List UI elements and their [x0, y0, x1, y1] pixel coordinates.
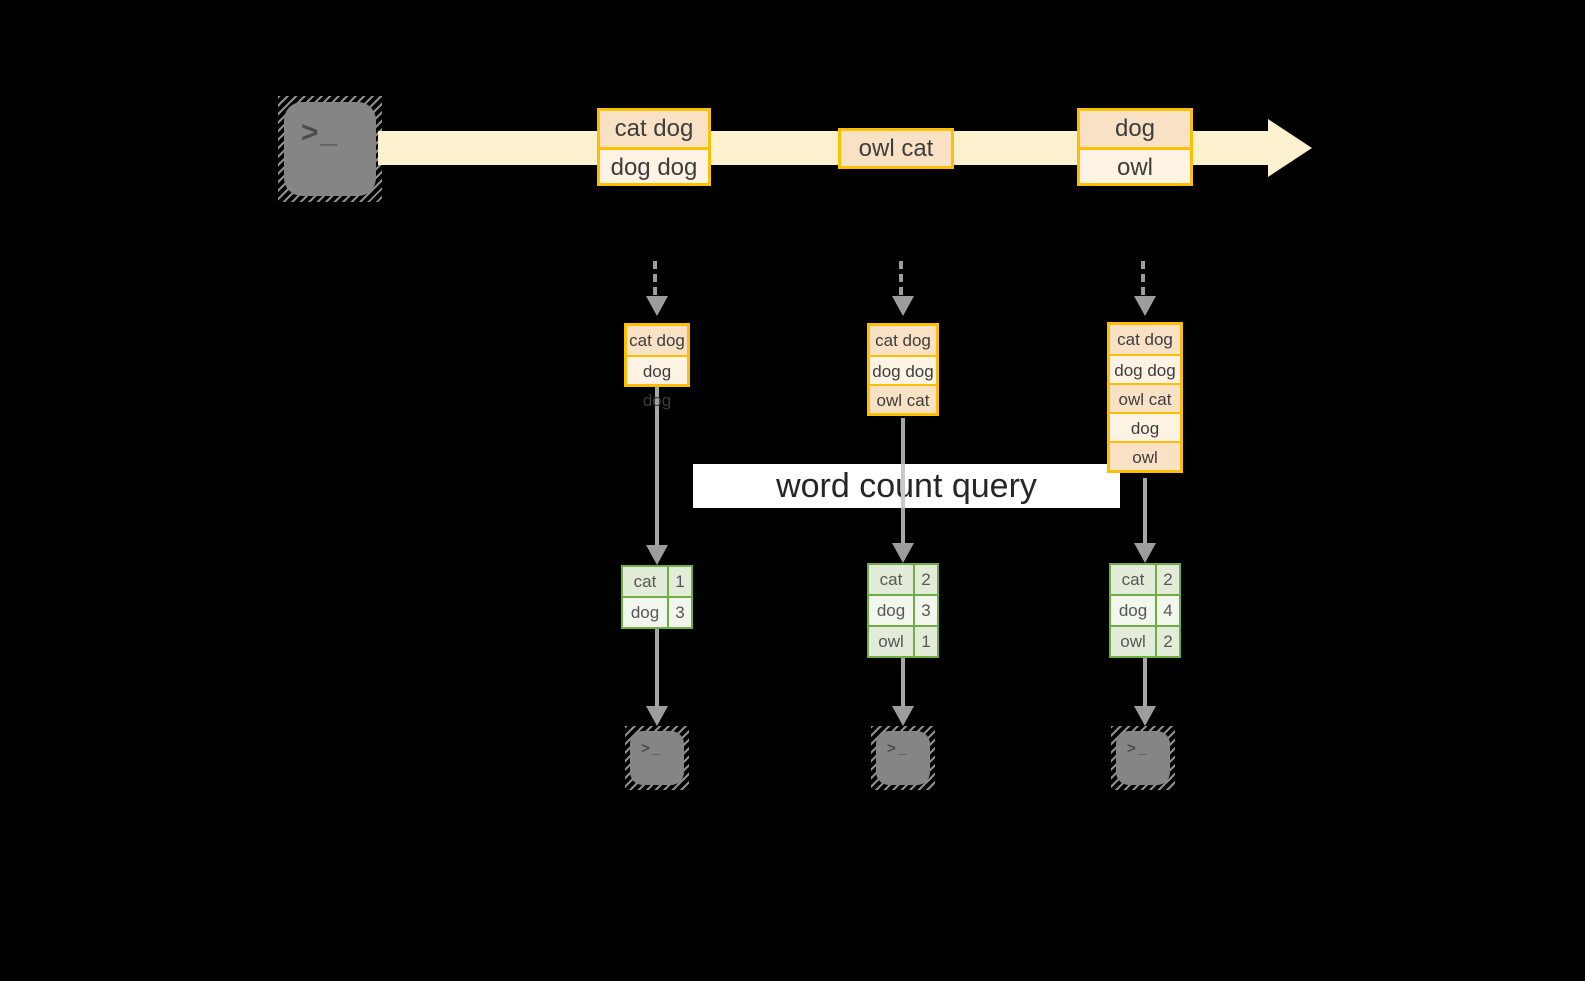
flow-line: [655, 629, 659, 707]
stream-message-3: dog owl: [1077, 108, 1193, 186]
arrowhead-icon: [646, 545, 668, 565]
count-value-cell: 2: [915, 565, 937, 594]
terminal-screen: >_: [1116, 731, 1170, 785]
count-word-cell: owl: [869, 627, 913, 656]
arrowhead-icon: [1134, 706, 1156, 726]
count-value-cell: 3: [915, 596, 937, 625]
count-word-cell: cat: [869, 565, 913, 594]
count-value-cell: 3: [669, 598, 691, 627]
record-buffer-2: cat dog dog dog owl cat: [867, 323, 939, 416]
count-word-cell: dog: [869, 596, 913, 625]
buffer-row: owl cat: [870, 384, 936, 413]
arrowhead-icon: [646, 706, 668, 726]
message-line: dog dog: [600, 147, 708, 183]
count-value-cell: 2: [1157, 565, 1179, 594]
record-buffer-3: cat dog dog dog owl cat dog owl: [1107, 322, 1183, 473]
source-terminal-icon: >_: [278, 96, 382, 202]
record-buffer-1: cat dog dog dog: [624, 323, 690, 410]
arrowhead-icon: [1134, 543, 1156, 563]
buffer-row: dog dog: [627, 355, 687, 410]
stream-band-arrowhead-icon: [1268, 119, 1312, 177]
buffer-row: dog: [1110, 412, 1180, 441]
ingest-dashed-arrow: [653, 261, 657, 295]
arrowhead-icon: [892, 543, 914, 563]
count-value-cell: 4: [1157, 596, 1179, 625]
stream-message-1: cat dog dog dog: [597, 108, 711, 186]
count-table-2: cat 2 dog 3 owl 1: [867, 563, 939, 658]
count-value-cell: 2: [1157, 627, 1179, 656]
prompt-glyph: >_: [1127, 740, 1149, 757]
count-word-cell: owl: [1111, 627, 1155, 656]
flow-line: [901, 658, 905, 707]
sink-terminal-icon: >_: [625, 726, 689, 790]
count-word-cell: cat: [623, 567, 667, 596]
terminal-screen: >_: [876, 731, 930, 785]
flow-line: [655, 387, 659, 545]
count-table-3: cat 2 dog 4 owl 2: [1109, 563, 1181, 658]
sink-terminal-icon: >_: [871, 726, 935, 790]
count-word-cell: dog: [1111, 596, 1155, 625]
flow-line-over-banner: [901, 464, 905, 508]
arrowhead-icon: [892, 296, 914, 316]
count-value-cell: 1: [669, 567, 691, 596]
flow-line: [1143, 478, 1147, 543]
buffer-row: cat dog: [1110, 325, 1180, 354]
sink-terminal-icon: >_: [1111, 726, 1175, 790]
arrowhead-icon: [892, 706, 914, 726]
message-line: owl: [1080, 147, 1190, 183]
prompt-glyph: >_: [887, 740, 909, 757]
buffer-row: cat dog: [627, 326, 687, 355]
buffer-row: dog dog: [870, 355, 936, 384]
message-line: cat dog: [600, 111, 708, 147]
stream-message-2: owl cat: [838, 128, 954, 169]
flow-line: [1143, 658, 1147, 707]
buffer-row: owl cat: [1110, 383, 1180, 412]
count-word-cell: cat: [1111, 565, 1155, 594]
arrowhead-icon: [1134, 296, 1156, 316]
ingest-dashed-arrow: [1141, 261, 1145, 295]
terminal-screen: >_: [630, 731, 684, 785]
prompt-glyph: >_: [301, 116, 340, 149]
count-table-1: cat 1 dog 3: [621, 565, 693, 629]
message-line: dog: [1080, 111, 1190, 147]
count-value-cell: 1: [915, 627, 937, 656]
buffer-row: dog dog: [1110, 354, 1180, 383]
query-banner: word count query: [693, 464, 1120, 508]
buffer-row: owl: [1110, 441, 1180, 470]
arrowhead-icon: [646, 296, 668, 316]
message-line: owl cat: [841, 131, 951, 166]
prompt-glyph: >_: [641, 740, 663, 757]
buffer-row: cat dog: [870, 326, 936, 355]
count-word-cell: dog: [623, 598, 667, 627]
ingest-dashed-arrow: [899, 261, 903, 295]
terminal-screen: >_: [284, 102, 376, 196]
